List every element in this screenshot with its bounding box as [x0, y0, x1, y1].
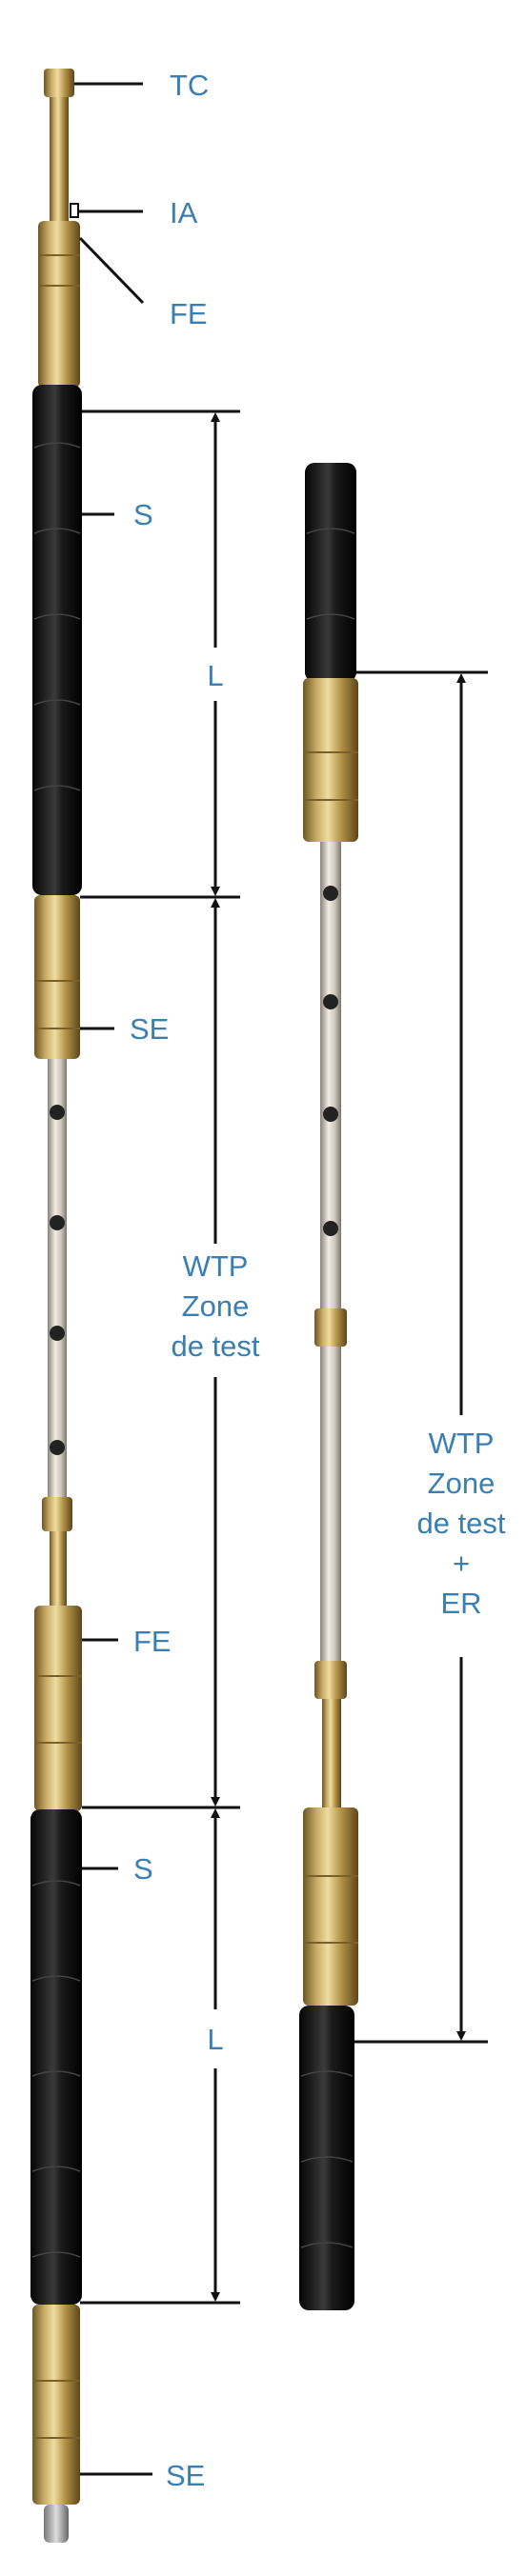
label-wtp-right-2: Zone [428, 1467, 496, 1500]
perforation [50, 1105, 65, 1120]
label-s-top: S [133, 498, 153, 531]
right-tool [299, 463, 358, 2310]
label-fe-top: FE [170, 297, 208, 330]
label-wtp-right-3: de test [416, 1507, 505, 1540]
right-lower-fitting [303, 1807, 358, 2006]
bottom-se-fitting [32, 2305, 80, 2505]
perforation [50, 1215, 65, 1230]
label-wtp-right-1: WTP [429, 1427, 495, 1460]
label-wtp-right-5: ER [440, 1587, 481, 1620]
right-lower-sleeve [299, 2006, 354, 2310]
label-wtp-left-2: Zone [182, 1289, 250, 1323]
labels: TC IA FE S L SE WTP Zone de test FE S L … [130, 69, 506, 2492]
perforation [50, 1440, 65, 1455]
top-fitting [38, 221, 80, 388]
perforation [323, 1107, 338, 1122]
left-tool [30, 69, 82, 2543]
top-cap [44, 69, 74, 97]
bottom-tip [44, 2505, 69, 2543]
label-tc: TC [170, 69, 209, 102]
perforation [50, 1326, 65, 1341]
upper-se-fitting [34, 895, 80, 1059]
right-test-rod [320, 842, 341, 1308]
lower-stem [50, 1531, 67, 1606]
label-fe-bottom: FE [133, 1625, 172, 1658]
perforation [323, 1221, 338, 1236]
perforation [323, 994, 338, 1009]
upper-sleeve [32, 385, 82, 895]
left-test-rod [48, 1059, 67, 1497]
label-wtp-left-3: de test [171, 1329, 259, 1363]
right-coupling-2 [314, 1661, 347, 1699]
lower-fe-fitting [34, 1606, 82, 1811]
label-ia: IA [170, 196, 198, 230]
right-upper-fitting [303, 678, 358, 842]
right-upper-sleeve [305, 463, 356, 682]
right-lower-stem [322, 1699, 341, 1807]
label-l-top: L [207, 659, 223, 692]
leader-lines [70, 82, 488, 2476]
label-se-top: SE [130, 1012, 169, 1046]
label-se-bottom: SE [166, 2459, 205, 2492]
label-wtp-right-4: + [453, 1547, 470, 1580]
label-s-bottom: S [133, 1852, 153, 1886]
dimension-arrows [211, 412, 466, 2302]
right-mid-rod [320, 1347, 341, 1661]
left-coupling [42, 1497, 72, 1531]
leader-fe-top [78, 236, 145, 305]
perforation [323, 886, 338, 901]
lower-sleeve [30, 1809, 82, 2305]
right-coupling-1 [314, 1308, 347, 1347]
top-stem [50, 97, 69, 221]
label-l-bottom: L [207, 2023, 223, 2056]
label-wtp-left-1: WTP [183, 1249, 249, 1283]
